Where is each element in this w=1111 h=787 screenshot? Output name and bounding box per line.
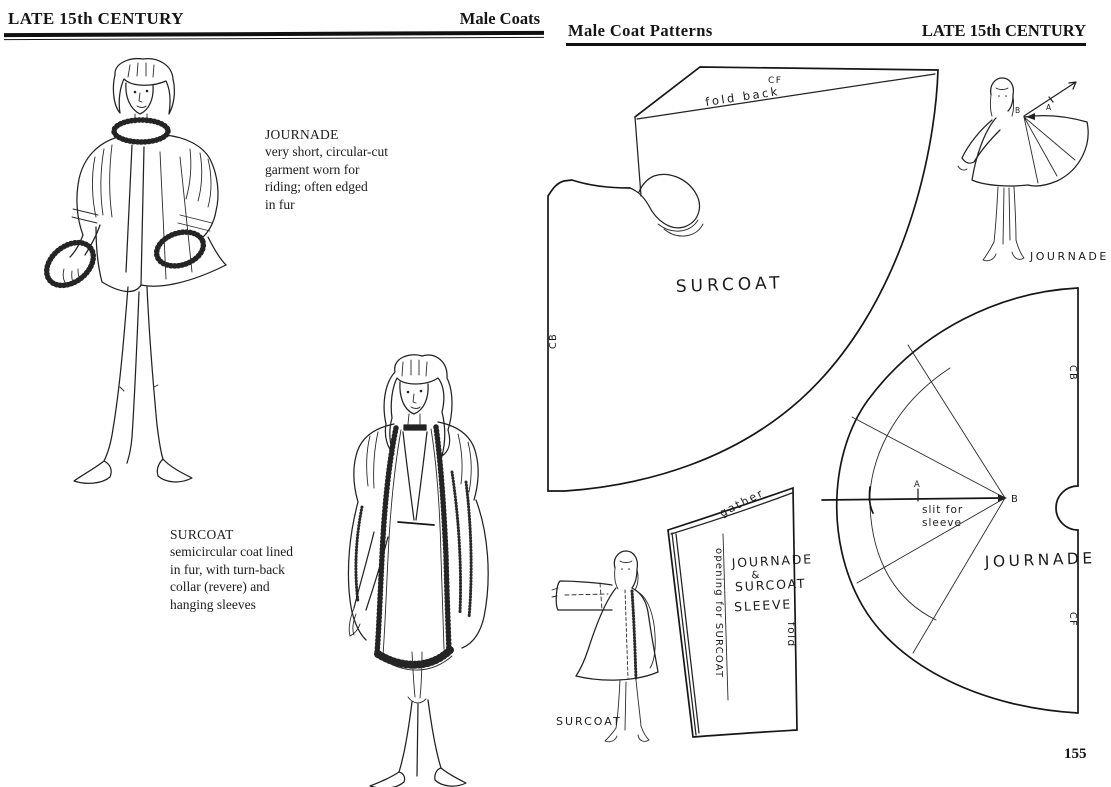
surcoat-caption: SURCOAT semicircular coat lined in fur, … <box>170 526 320 613</box>
journade-term: JOURNADE <box>265 127 339 142</box>
left-header-rule-thick <box>3 30 545 37</box>
right-page-section: LATE 15th CENTURY <box>921 21 1086 40</box>
page-number: 155 <box>1064 746 1087 762</box>
journade-cf-label: CF <box>1067 612 1078 627</box>
journade-figure-label: JOURNADE <box>1029 250 1109 263</box>
sleeve-name-line2: SURCOAT <box>735 576 807 595</box>
journade-caption-line: in fur <box>265 196 295 212</box>
surcoat-caption-line: collar (revere) and <box>170 579 270 595</box>
surcoat-fold-back-label: fold back <box>704 84 780 109</box>
figure-point-b-label: B <box>1015 106 1020 115</box>
surcoat-caption-line: in fur, with turn-back <box>170 561 285 577</box>
journade-slit-label-2: sleeve <box>922 517 962 529</box>
surcoat-figure-label: SURCOAT <box>556 715 622 728</box>
sleeve-gather-label: gather <box>717 486 766 520</box>
right-header-rule <box>566 43 1086 46</box>
journade-demo-figure: B A JOURNADE <box>957 77 1109 263</box>
left-header-rule-thin <box>3 36 545 41</box>
journade-pattern-piece: A B slit for sleeve CB CF JOURNADE <box>821 287 1096 714</box>
right-page-header: Male Coat Patterns LATE 15th CENTURY <box>568 21 1086 41</box>
journade-pattern-name: JOURNADE <box>984 549 1096 571</box>
surcoat-caption-line: semicircular coat lined <box>170 544 293 560</box>
journade-point-b-label: B <box>1011 494 1018 505</box>
sleeve-name-line3: SLEEVE <box>734 596 793 614</box>
sleeve-pattern-piece: gather opening for SURCOAT fold JOURNADE… <box>667 486 813 738</box>
surcoat-cf-label: CF <box>768 76 782 86</box>
journade-caption: JOURNADE very short, circular-cut garmen… <box>265 126 415 213</box>
journade-cb-label: CB <box>1067 365 1078 381</box>
surcoat-caption-line: hanging sleeves <box>170 596 256 612</box>
journade-point-a-label: A <box>914 480 920 490</box>
sleeve-name-amp: & <box>751 570 760 581</box>
sleeve-fold-label: fold <box>785 622 797 648</box>
left-page-title: LATE 15th CENTURY <box>8 9 184 28</box>
surcoat-pattern-piece: fold back CF CB SURCOAT <box>547 66 939 492</box>
pattern-diagram: fold back CF CB SURCOAT A B slit for sle… <box>547 66 1109 743</box>
journade-slit-label-1: slit for <box>922 504 963 516</box>
journade-caption-line: very short, circular-cut <box>265 144 389 160</box>
sleeve-opening-label: opening for SURCOAT <box>713 548 724 678</box>
journade-man-illustration <box>43 57 227 484</box>
left-page-header: LATE 15th CENTURY Male Coats <box>8 9 540 29</box>
surcoat-cb-label: CB <box>548 333 559 349</box>
right-page-title: Male Coat Patterns <box>568 21 713 40</box>
surcoat-pattern-name: SURCOAT <box>675 273 783 297</box>
journade-caption-line: riding; often edged <box>265 179 368 195</box>
surcoat-term: SURCOAT <box>170 527 234 542</box>
figure-point-a-label: A <box>1046 103 1052 112</box>
left-page-section: Male Coats <box>459 9 540 28</box>
surcoat-man-illustration <box>347 354 489 787</box>
journade-caption-line: garment worn for <box>265 161 360 177</box>
surcoat-demo-figure: SURCOAT <box>551 550 659 743</box>
sleeve-name-line1: JOURNADE <box>730 551 813 570</box>
